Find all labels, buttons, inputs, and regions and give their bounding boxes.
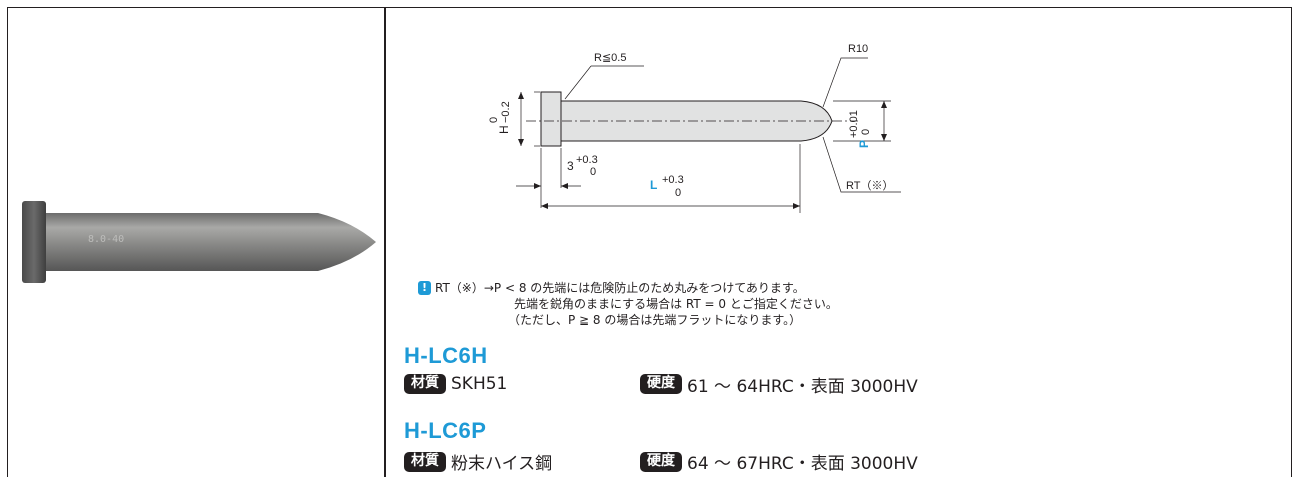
drawing-head: [540, 91, 562, 147]
head-length-value: 3: [567, 159, 574, 173]
note-line-2: 先端を鋭角のままにする場合は RT = 0 とご指定ください。: [514, 297, 838, 311]
l-tolerance-upper: +0.3: [662, 174, 684, 186]
head-tolerance-upper: +0.3: [576, 154, 598, 166]
p-tolerance-upper: +0.01: [848, 110, 860, 138]
pin-head: [22, 201, 46, 283]
material-badge: 材質: [404, 374, 446, 394]
rt-label: RT（※）: [846, 179, 893, 192]
note-head: RT（※）→: [435, 281, 494, 295]
corner-radius-label: R≦0.5: [594, 52, 626, 64]
hardness-badge: 硬度: [640, 374, 682, 394]
head-tolerance-lower: 0: [590, 166, 596, 178]
h-tolerance-upper: 0: [488, 117, 500, 123]
l-dimension-label: L: [650, 178, 657, 192]
note-line-1: P < 8 の先端には危険防止のため丸みをつけてあります。: [493, 281, 805, 295]
product-code-2: H-LC6P: [404, 418, 487, 443]
hardness-badge: 硬度: [640, 451, 682, 472]
p-dimension-label: P: [857, 140, 871, 148]
h-tolerance-lower: −0.2: [500, 101, 512, 123]
product-spec-2: 材質 粉末ハイス鋼 硬度 64 ～ 67HRC・表面 3000HV: [404, 449, 918, 474]
column-divider: [384, 7, 386, 477]
hardness-group: 硬度 61 ～ 64HRC・表面 3000HV: [640, 372, 918, 397]
spec-table-frame: [7, 7, 1292, 477]
pin-shaft: [44, 213, 376, 271]
p-tolerance-lower: 0: [860, 129, 872, 135]
note-line-3: （ただし、P ≧ 8 の場合は先端フラットになります。）: [508, 313, 802, 327]
product-photo: 8.0-40: [8, 8, 384, 477]
technical-drawing: R≦0.5 R10 H 0 −0.2 P +0.01 0: [386, 8, 946, 228]
warning-icon: !: [418, 281, 431, 295]
tip-radius-label: R10: [848, 43, 868, 55]
hardness-value: 61 ～ 64HRC・表面 3000HV: [687, 376, 918, 397]
hardness-value: 64 ～ 67HRC・表面 3000HV: [687, 454, 918, 474]
material-value: SKH51: [451, 374, 508, 394]
hardness-group: 硬度 64 ～ 67HRC・表面 3000HV: [640, 449, 918, 474]
material-value: 粉末ハイス鋼: [451, 454, 553, 474]
rt-note: ! RT（※）→ P < 8 の先端には危険防止のため丸みをつけてあります。 先…: [418, 280, 838, 328]
product-spec-1: 材質 SKH51 硬度 61 ～ 64HRC・表面 3000HV: [404, 374, 918, 397]
pin-engraving: 8.0-40: [88, 234, 124, 245]
l-tolerance-lower: 0: [675, 187, 681, 199]
h-dimension-label: H: [497, 125, 511, 134]
material-badge: 材質: [404, 451, 446, 472]
product-code-1: H-LC6H: [404, 343, 488, 368]
